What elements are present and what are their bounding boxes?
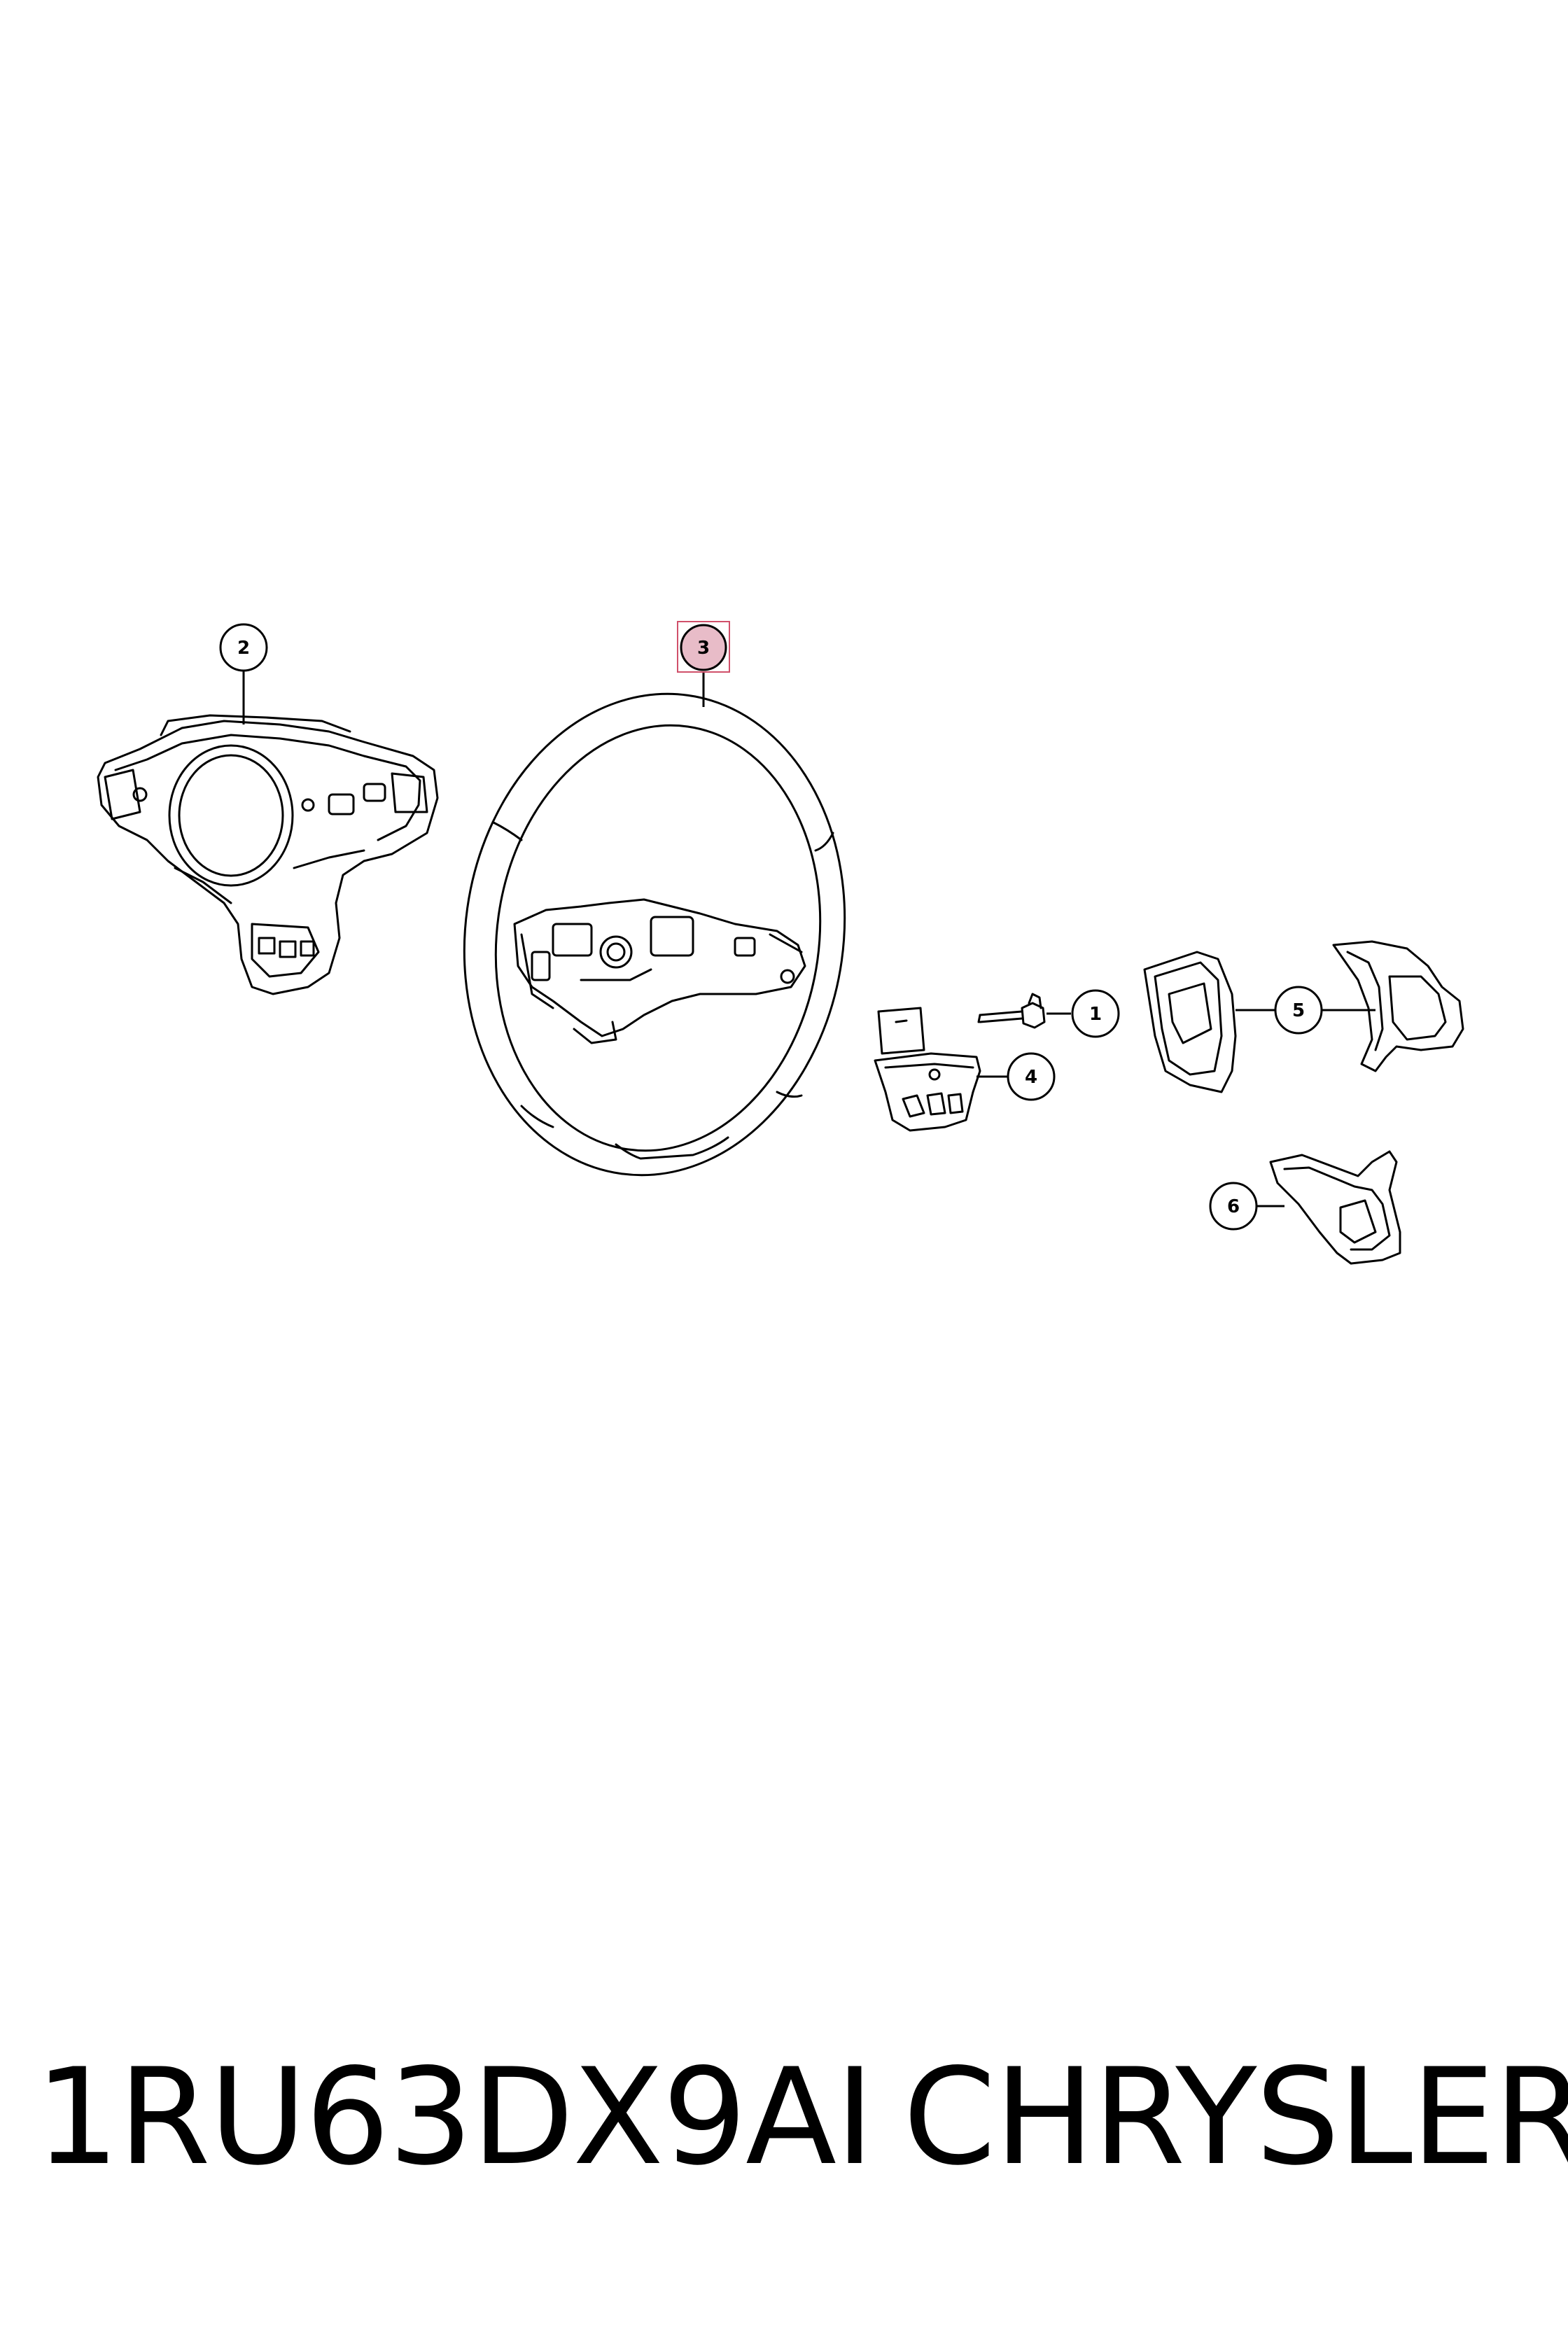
callout-1-label: 1: [1089, 1004, 1102, 1025]
callout-1[interactable]: 1: [1071, 989, 1120, 1038]
part-1-bolt[interactable]: [977, 993, 1046, 1029]
callout-4[interactable]: 4: [1007, 1052, 1056, 1101]
callout-2[interactable]: 2: [219, 623, 268, 672]
part-4-bracket[interactable]: [874, 1007, 981, 1132]
callout-5[interactable]: 5: [1274, 986, 1323, 1035]
part-number: 1RU63DX9AI: [35, 2040, 874, 2194]
part-2-airbag-housing[interactable]: [97, 714, 439, 995]
part-3-steering-wheel[interactable]: [434, 669, 876, 1200]
callout-6[interactable]: 6: [1209, 1182, 1258, 1231]
leader-lines: [242, 671, 1376, 1208]
callout-3-highlight: [677, 621, 730, 673]
part-6-lower-bezel[interactable]: [1269, 1150, 1401, 1265]
part-5-bezel-left[interactable]: [1143, 951, 1237, 1093]
part-5-bezel-right[interactable]: [1332, 940, 1464, 1072]
callout-5-label: 5: [1292, 1000, 1305, 1021]
callout-4-label: 4: [1025, 1067, 1037, 1088]
callout-6-label: 6: [1227, 1196, 1240, 1217]
callout-3-label: 3: [697, 638, 710, 659]
brand-name: CHRYSLER: [903, 2040, 1568, 2194]
callout-3[interactable]: 3: [677, 621, 730, 673]
callout-2-label: 2: [237, 638, 250, 659]
